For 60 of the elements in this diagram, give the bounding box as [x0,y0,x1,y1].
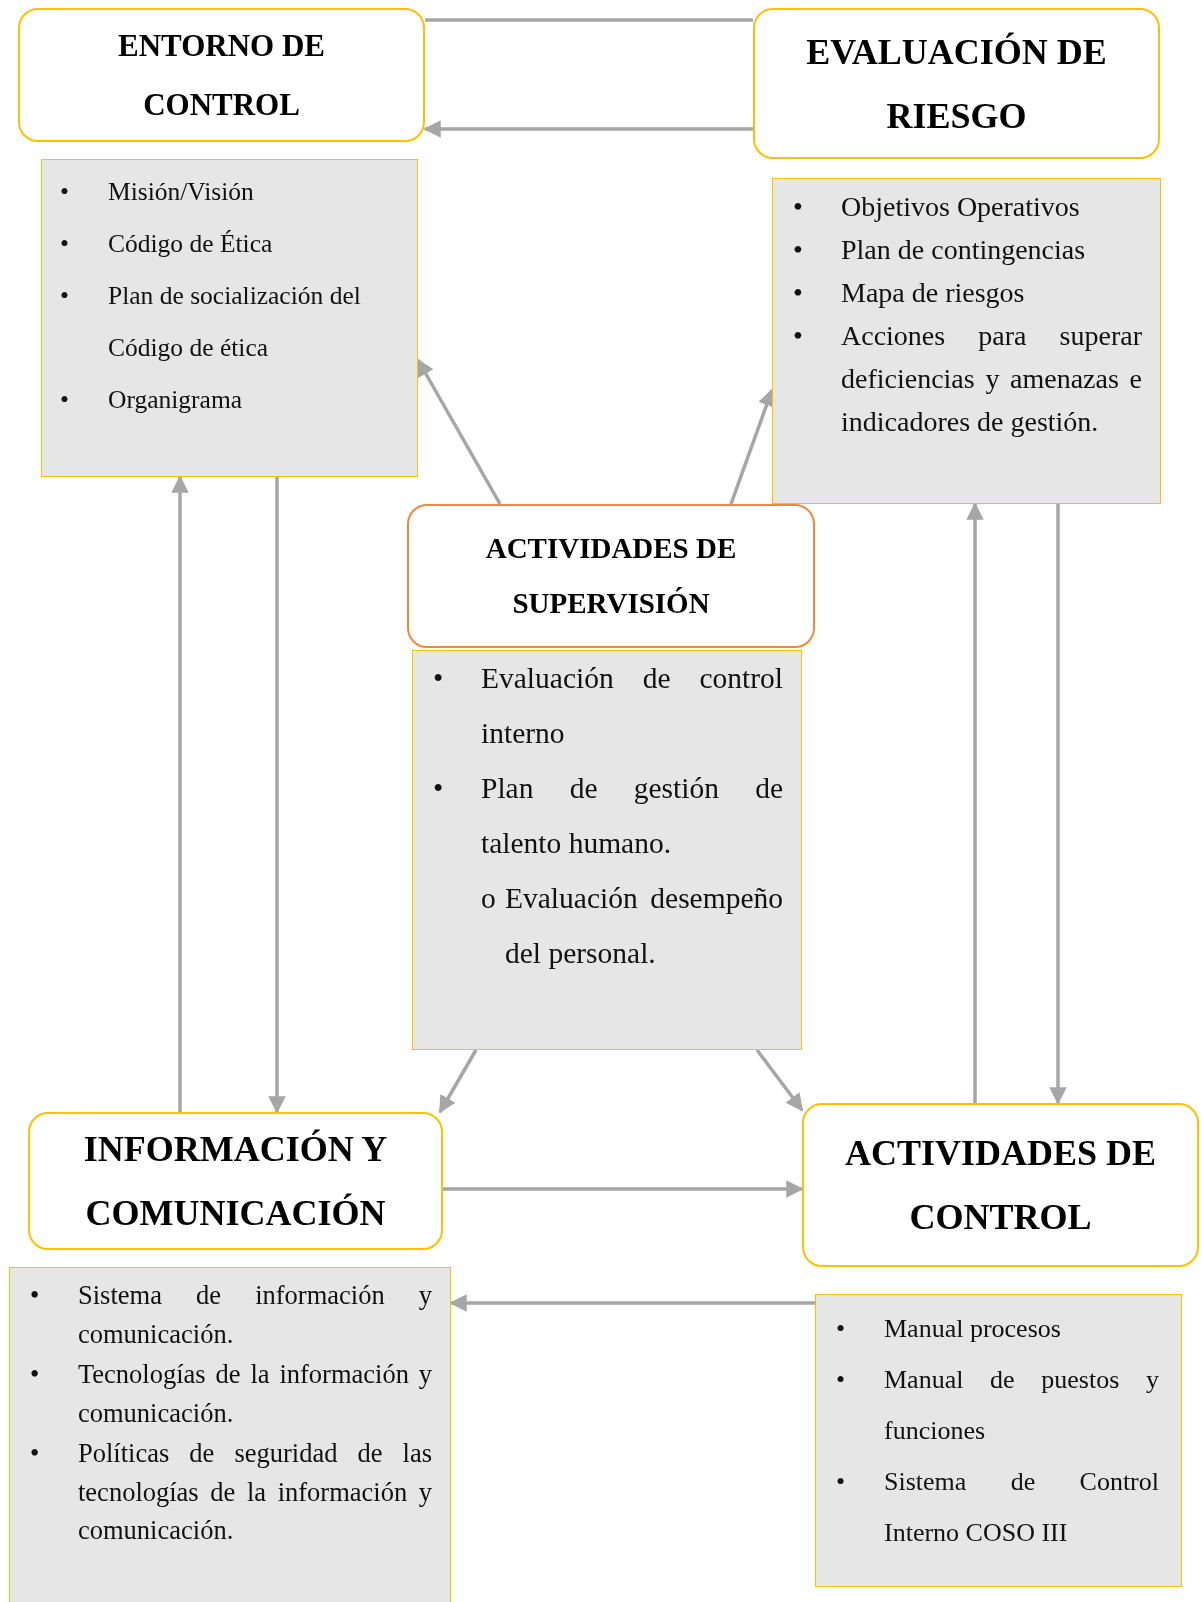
arrow [755,1048,804,1112]
heading-text: ACTIVIDADES DE CONTROL [843,1132,1158,1239]
heading-text: EVALUACIÓN DE RIESGO [805,30,1108,138]
heading-box [753,8,1160,159]
bullet-marker: • [793,190,804,224]
list-item-text: Misión/Visión [108,176,255,208]
arrow [268,477,286,1114]
bullet-marker: • [60,228,70,260]
list-item-text: Organigrama [108,384,244,416]
list-item-text: Manual de puestos y funciones [884,1364,1159,1447]
list-item-text: Plan de gestión de talento humano. [481,771,783,861]
bullet-marker: • [836,1364,847,1396]
bullet-marker: • [30,1279,41,1312]
list-item-text: Tecnologías de la información y comunicación. [78,1358,432,1430]
list-item-text: Evaluación de control interno [481,661,783,751]
list-item-text: Mapa de riesgos [841,276,1026,310]
bullet-marker: • [60,280,70,312]
list-item-text: Evaluación desempeño del personal. [505,881,783,971]
bullet-marker: • [433,771,445,806]
heading-text: ACTIVIDADES DE SUPERVISIÓN [484,531,738,621]
bullet-marker: o [481,881,497,916]
list-item-text: Manual procesos [884,1313,1062,1345]
heading-box [407,504,815,648]
list-box [815,1294,1182,1587]
bullet-marker: • [793,319,804,353]
list-item-text: Plan de socialización del Código de ética [108,280,362,364]
bullet-marker: • [793,276,804,310]
heading-box [802,1103,1199,1267]
heading-text: ENTORNO DE CONTROL [117,27,326,124]
bullet-marker: • [30,1437,41,1470]
connector-line [425,18,753,22]
arrow [1049,504,1067,1105]
arrow [423,120,753,138]
list-item-text: Acciones para superar deficiencias y amenazas e indicadores de gestión. [841,319,1142,439]
bullet-marker: • [60,384,70,416]
list-box [9,1267,451,1602]
list-box [412,650,802,1050]
list-box [772,178,1161,504]
list-item-text: Sistema de información y comunicación. [78,1279,432,1351]
arrow [438,1049,478,1114]
arrow [171,475,189,1112]
bullet-marker: • [30,1358,41,1391]
arrow [449,1294,815,1312]
arrow [416,358,502,505]
heading-box [28,1112,443,1250]
list-item-text: Objetivos Operativos [841,190,1081,224]
bullet-marker: • [60,176,70,208]
bullet-marker: • [836,1313,847,1345]
bullet-marker: • [433,661,445,696]
list-item-text: Políticas de seguridad de las tecnologías de la información y comunicación. [78,1437,432,1547]
list-item-text: Sistema de Control Interno COSO III [884,1466,1159,1549]
heading-box [18,8,425,142]
list-item-text: Código de Ética [108,228,274,260]
list-item-text: Plan de contingencias [841,233,1087,267]
bullet-marker: • [793,233,804,267]
bullet-marker: • [836,1466,847,1498]
arrow [966,502,984,1103]
heading-text: INFORMACIÓN Y COMUNICACIÓN [82,1128,389,1235]
list-box [41,159,418,477]
arrow [443,1180,804,1198]
